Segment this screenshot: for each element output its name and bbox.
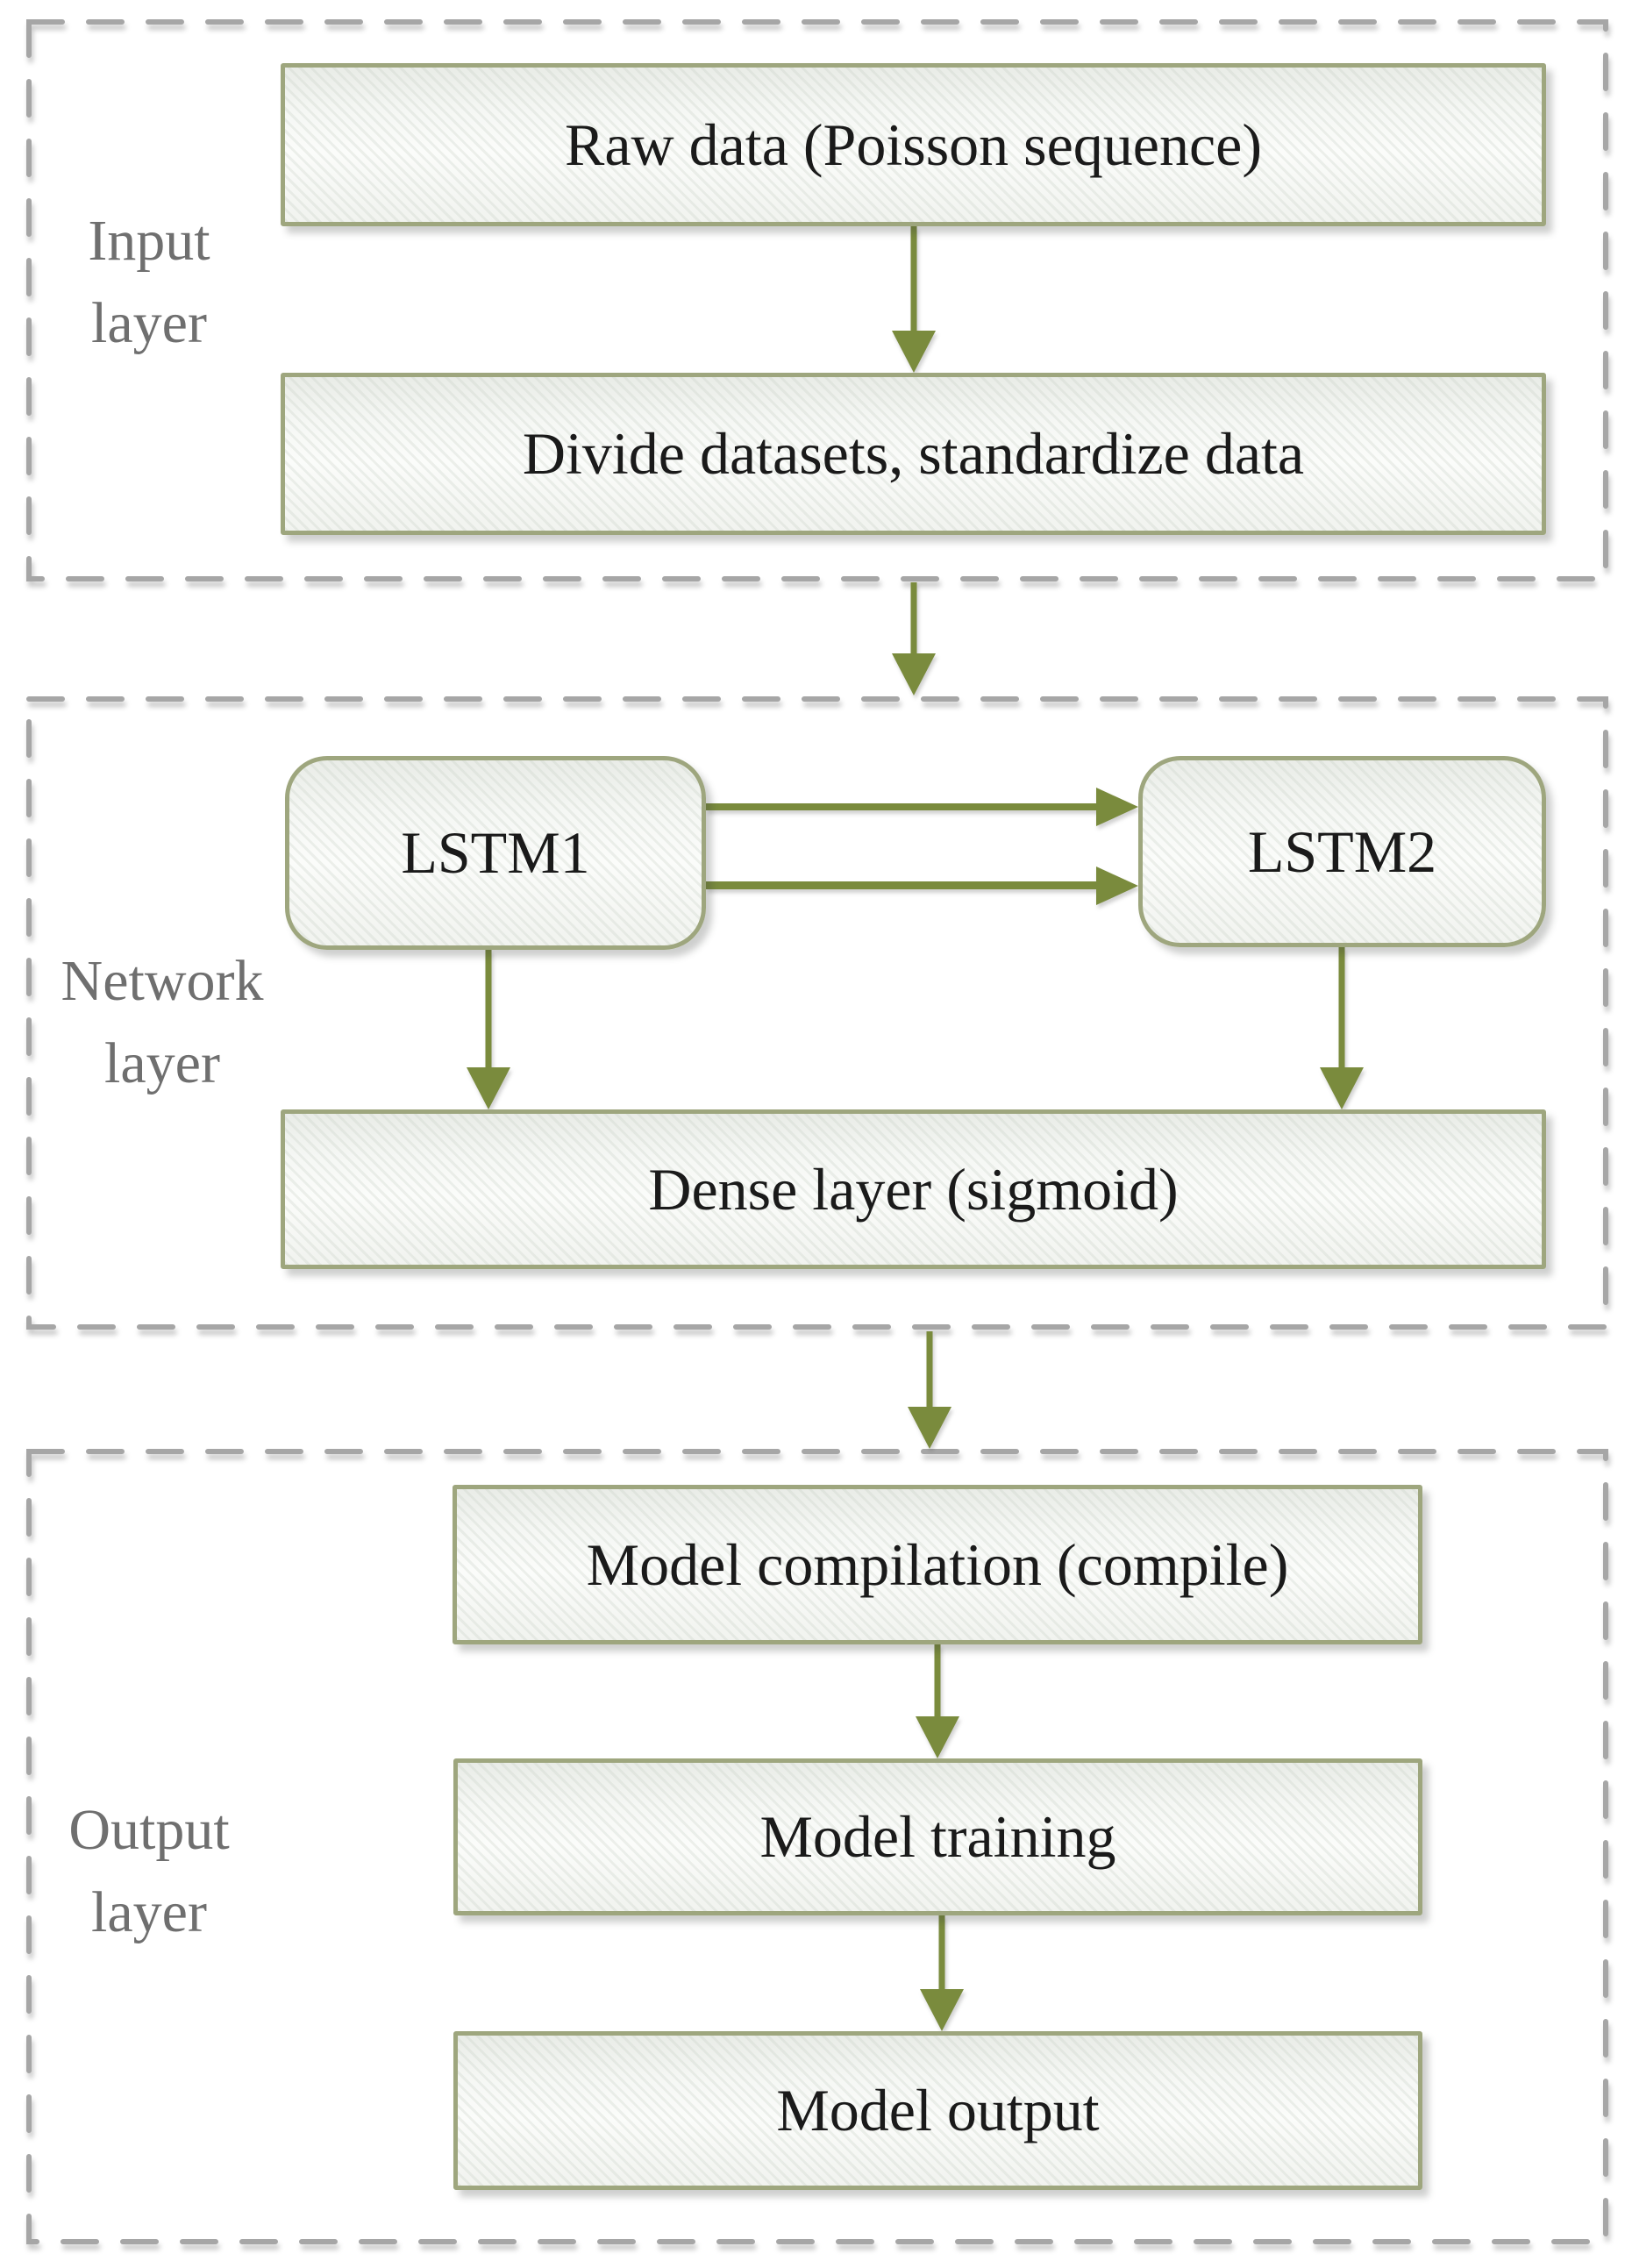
arrow-lstm1-to-dense-icon <box>467 950 510 1109</box>
node-dense-layer-label: Dense layer (sigmoid) <box>648 1155 1179 1223</box>
node-model-training: Model training <box>453 1758 1422 1915</box>
network-layer-label: Network layer <box>61 949 264 1095</box>
node-model-training-label: Model training <box>759 1803 1116 1871</box>
node-divide-datasets: Divide datasets, standardize data <box>281 373 1546 535</box>
arrow-training-to-output-icon <box>920 1915 964 2031</box>
node-dense-layer: Dense layer (sigmoid) <box>281 1109 1546 1269</box>
node-raw-data-label: Raw data (Poisson sequence) <box>564 111 1262 178</box>
node-model-compilation: Model compilation (compile) <box>453 1485 1422 1644</box>
arrow-compile-to-training-icon <box>916 1644 959 1758</box>
arrow-input-to-network-icon <box>892 582 936 695</box>
arrow-lstm1-to-lstm2-lower-icon <box>706 867 1138 905</box>
node-lstm2-label: LSTM2 <box>1247 817 1437 885</box>
arrow-lstm2-to-dense-icon <box>1320 947 1364 1109</box>
node-lstm2: LSTM2 <box>1138 756 1546 947</box>
input-layer-boundary <box>26 19 1608 581</box>
node-model-compilation-label: Model compilation (compile) <box>586 1530 1289 1598</box>
output-layer-label: Output layer <box>68 1798 230 1944</box>
node-lstm1: LSTM1 <box>285 756 706 950</box>
arrow-lstm1-to-lstm2-upper-icon <box>706 788 1138 826</box>
input-layer-label: Input layer <box>88 209 210 355</box>
node-divide-datasets-label: Divide datasets, standardize data <box>522 420 1305 488</box>
output-layer-boundary <box>26 1449 1608 2244</box>
network-layer-boundary <box>26 696 1608 1330</box>
node-model-output: Model output <box>453 2031 1422 2190</box>
arrow-network-to-output-icon <box>908 1331 951 1449</box>
node-lstm1-label: LSTM1 <box>401 819 590 887</box>
node-model-output-label: Model output <box>776 2077 1100 2144</box>
node-raw-data: Raw data (Poisson sequence) <box>281 63 1546 226</box>
arrow-raw-to-divide-icon <box>892 226 936 373</box>
